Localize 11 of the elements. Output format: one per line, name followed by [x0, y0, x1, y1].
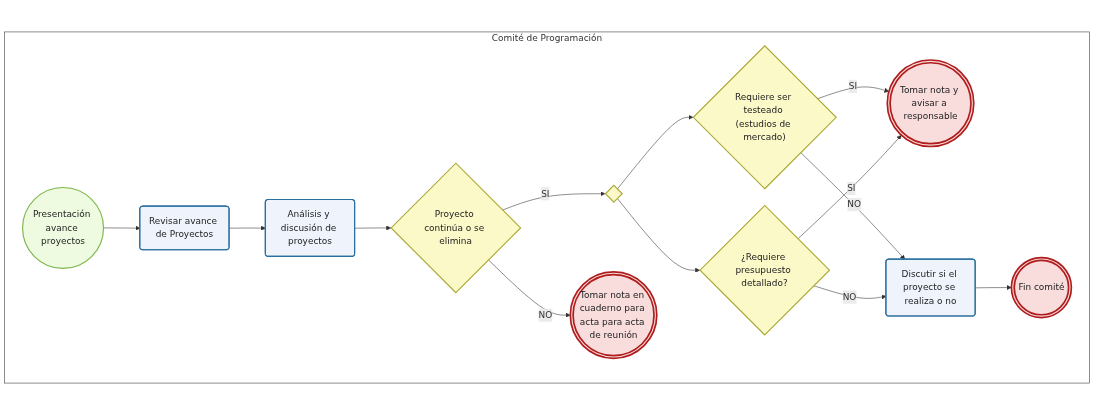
node-diamond: ¿Requiere presupuesto detallado? — [699, 204, 831, 336]
node-diamond — [604, 184, 623, 203]
edge-label: SI — [541, 188, 550, 199]
node-diamond: Proyecto continúa o se elimina — [390, 162, 522, 294]
edge-label: SI — [847, 183, 856, 194]
edge-label: NO — [847, 199, 862, 210]
node-circle: Presentación avance proyectos — [22, 186, 105, 269]
edge-label: NO — [842, 291, 857, 303]
node-diamond: Requiere ser testeado (estudios de mercado) — [692, 45, 837, 190]
edge-label: SI — [848, 80, 858, 92]
edge-label: NO — [538, 309, 553, 321]
